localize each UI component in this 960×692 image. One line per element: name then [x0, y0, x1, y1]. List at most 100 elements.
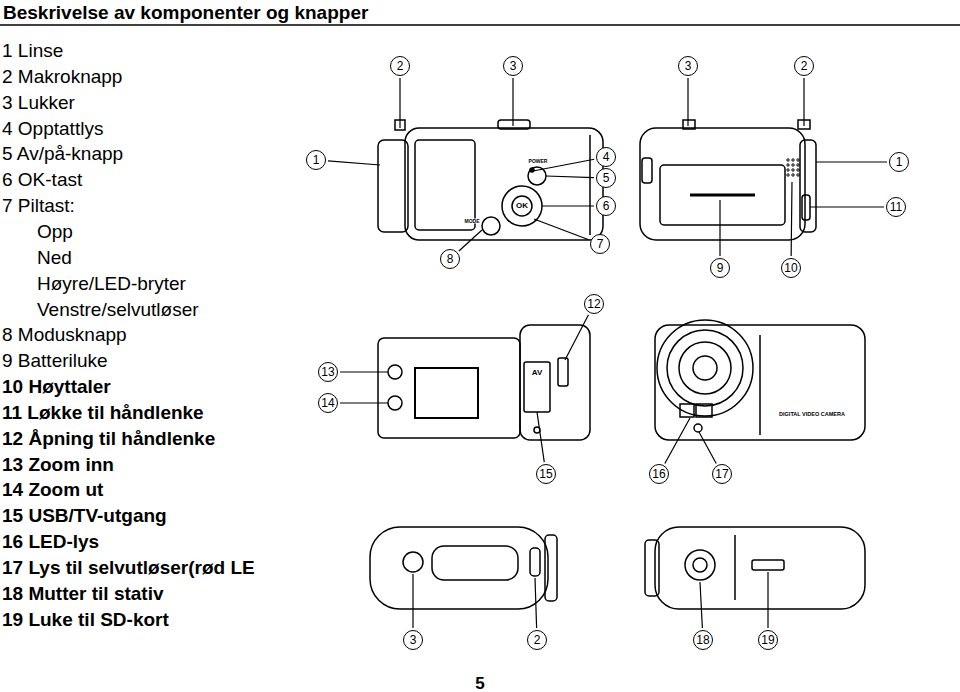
callout-number: 5: [596, 168, 616, 188]
drawing-stroke: [752, 560, 784, 570]
drawing-stroke: [482, 217, 500, 235]
list-item: 7 Piltast:: [2, 196, 75, 215]
drawing-stroke: [679, 342, 731, 394]
list-item: 10 Høyttaler: [2, 377, 111, 396]
drawing-stroke: [696, 404, 712, 417]
drawing-stroke: [792, 159, 794, 161]
callout-number: 2: [527, 630, 547, 650]
drawing-stroke: [693, 558, 707, 572]
drawing-stroke: [657, 320, 753, 416]
drawing-stroke: [797, 164, 799, 166]
callout-number: 2: [794, 56, 814, 76]
list-item: Ned: [37, 247, 72, 266]
leader-line: [412, 574, 413, 628]
button-marking: MODE: [464, 219, 481, 224]
drawing-stroke: [797, 159, 799, 161]
drawing-stroke: [432, 546, 518, 580]
drawing-stroke: [655, 325, 865, 440]
callout-number: 12: [584, 294, 604, 314]
camera-top-view: [370, 527, 557, 609]
drawing-stroke: [378, 338, 520, 438]
list-item: Venstre/selvutløser: [37, 299, 199, 318]
drawing-stroke: [388, 396, 402, 410]
drawing-stroke: [685, 550, 715, 580]
drawing-stroke: [792, 164, 794, 166]
drawing-stroke: [589, 135, 591, 235]
drawing-stroke: [405, 128, 603, 240]
callout-number: 1: [306, 150, 326, 170]
drawing-stroke: [787, 174, 789, 176]
drawing-stroke: [694, 424, 702, 432]
drawing-stroke: [787, 159, 789, 161]
callout-number: 11: [886, 197, 906, 217]
callout-number: 1: [889, 152, 909, 172]
list-item: 1 Linse: [2, 41, 63, 60]
callout-number: 17: [712, 464, 732, 484]
list-item: Høyre/LED-bryter: [37, 273, 186, 292]
list-item: 6 OK-tast: [2, 170, 82, 189]
leader-line: [791, 182, 793, 256]
button-marking: POWER: [528, 159, 549, 164]
callout-number: 4: [596, 147, 616, 167]
drawing-stroke: [797, 174, 799, 176]
callout-number: 13: [318, 362, 338, 382]
drawing-stroke: [520, 325, 590, 440]
drawing-stroke: [759, 335, 761, 435]
leader-line: [459, 230, 482, 251]
drawing-stroke: [415, 140, 475, 230]
drawing-stroke: [370, 527, 548, 609]
leader-line: [546, 176, 594, 178]
drawing-stroke: [655, 527, 865, 609]
drawing-stroke: [787, 169, 789, 171]
drawing-stroke: [415, 368, 478, 418]
drawing-stroke: [787, 159, 799, 176]
leader-line: [328, 161, 380, 165]
callout-number: 10: [781, 258, 801, 278]
list-item: Opp: [37, 221, 73, 240]
camera-other-side-view: [640, 120, 816, 240]
drawing-stroke: [640, 128, 805, 240]
leader-line: [700, 582, 702, 628]
callout-number: 3: [403, 630, 423, 650]
drawing-stroke: [792, 174, 794, 176]
leader-line: [687, 78, 688, 126]
leader-line: [399, 78, 400, 128]
list-item: 4 Opptattlys: [2, 118, 103, 137]
leader-line: [534, 219, 589, 240]
button-marking: OK: [515, 202, 529, 210]
page-title: Beskrivelse av komponenter og knapper: [3, 3, 368, 22]
list-item: 19 Luke til SD-kort: [2, 609, 169, 628]
drawing-stroke: [512, 196, 532, 216]
leader-line: [719, 200, 720, 256]
list-item: 17 Lys til selvutløser(rød LE: [2, 558, 255, 577]
leader-line: [535, 578, 537, 628]
callout-number: 14: [318, 393, 338, 413]
camera-marking: DIGITAL VIDEO CAMERA: [778, 412, 846, 418]
camera-bottom-view: [645, 527, 865, 609]
callout-number: 19: [758, 630, 778, 650]
leader-line: [816, 161, 887, 162]
drawing-stroke: [388, 365, 402, 379]
list-item: 11 Løkke til håndlenke: [2, 402, 204, 421]
leader-line: [699, 432, 716, 463]
list-item: 18 Mutter til stativ: [2, 583, 164, 602]
drawing-stroke: [683, 120, 695, 129]
list-item: 9 Batteriluke: [2, 351, 108, 370]
callout-number: 9: [710, 258, 730, 278]
leader-line: [810, 206, 884, 207]
drawing-stroke: [660, 165, 785, 225]
drawing-stroke: [680, 404, 694, 417]
drawing-stroke: [802, 195, 810, 220]
page-number: 5: [475, 675, 484, 692]
list-item: 5 Av/på-knapp: [2, 144, 123, 163]
drawing-stroke: [787, 164, 789, 166]
drawing-stroke: [797, 169, 799, 171]
list-item: 14 Zoom ut: [2, 480, 103, 499]
drawing-stroke: [530, 548, 540, 576]
port-marking: AV: [531, 369, 544, 377]
list-item: 15 USB/TV-utgang: [2, 506, 167, 525]
callout-number: 16: [649, 464, 669, 484]
callout-number: 15: [536, 464, 556, 484]
list-item: 2 Makroknapp: [2, 66, 122, 85]
leader-line: [803, 78, 804, 126]
